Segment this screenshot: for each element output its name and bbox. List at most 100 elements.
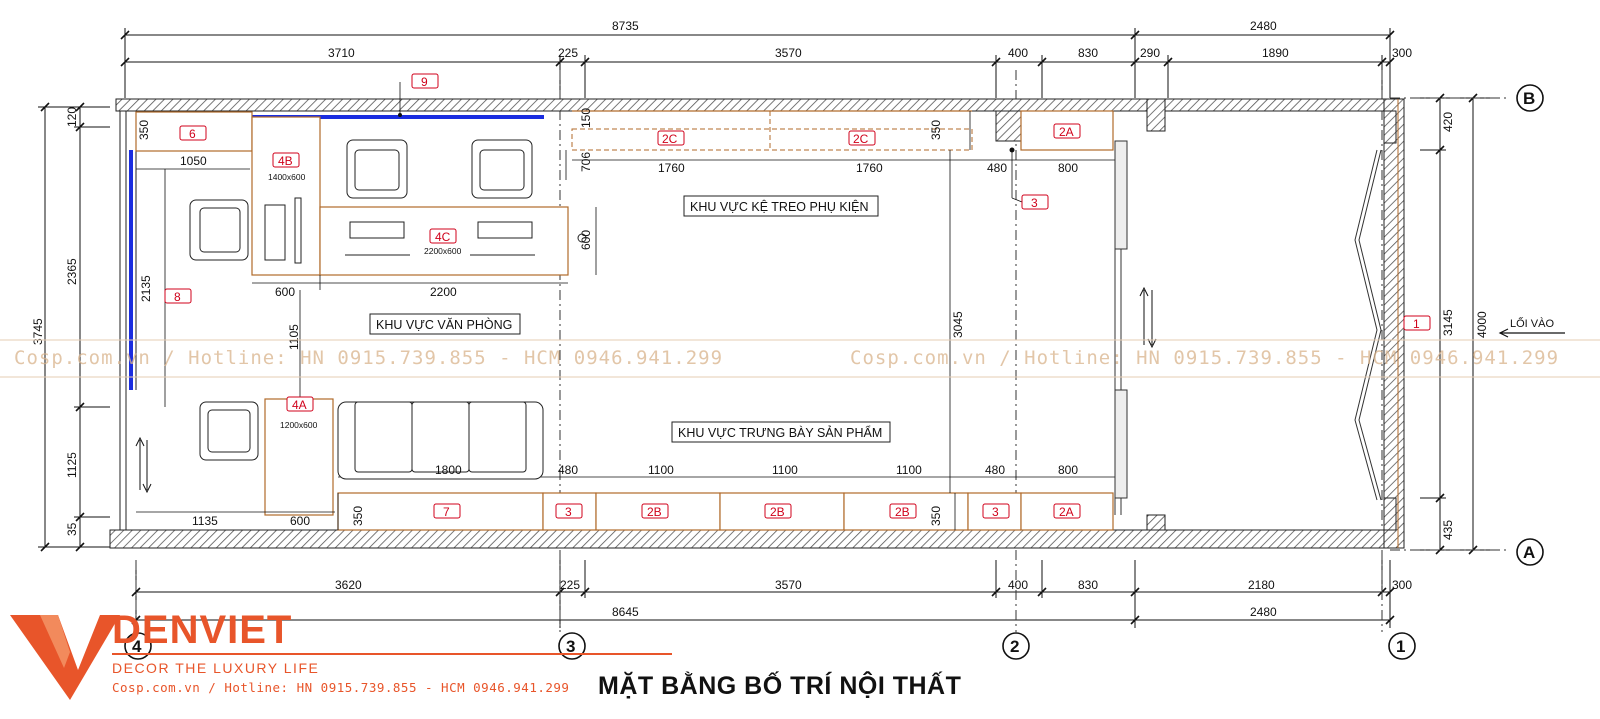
grid-bubble-1 xyxy=(1388,632,1416,660)
dim-top-seg-1: 3710 xyxy=(328,46,355,60)
entry-label: LỐI VÀO xyxy=(1510,318,1555,330)
left-ticks xyxy=(40,102,85,552)
zone-accessories-box xyxy=(683,195,879,217)
pillar-right-top xyxy=(1383,110,1397,144)
top-ticks xyxy=(120,30,1395,67)
dim-bottom-seg-1: 3620 xyxy=(335,578,362,592)
pillar-top-right xyxy=(1146,98,1166,132)
watermark: Cosp.com.vn / Hotline: HN 0915.739.855 -… xyxy=(0,339,1600,378)
folding-door xyxy=(1354,149,1378,501)
dim-top-seg-7: 1890 xyxy=(1262,46,1289,60)
dim-800b: 800 xyxy=(1058,463,1078,477)
tag-3-top: 3 xyxy=(1031,196,1038,210)
tag-1: 1 xyxy=(1413,317,1420,331)
inner-dimensions: 1050 350 2135 1105 600 2200 600 150 706 … xyxy=(137,108,1078,528)
wall-bottom xyxy=(109,529,1397,549)
dim-right-total: 4000 xyxy=(1475,311,1489,338)
dim-right-seg-1: 420 xyxy=(1441,112,1455,132)
pillar-right-bottom xyxy=(1383,497,1397,531)
brand-slogan: DECOR THE LUXURY LIFE xyxy=(112,660,320,676)
dim-1100b: 1100 xyxy=(772,463,798,477)
tag-6: 6 xyxy=(189,127,196,141)
tag-2a-bottom-box xyxy=(1053,503,1081,519)
dim-top-total-left: 8735 xyxy=(612,19,639,33)
denviet-logo-icon xyxy=(10,615,120,700)
watermark-left: Cosp.com.vn / Hotline: HN 0915.739.855 -… xyxy=(14,347,723,369)
tag-7: 7 xyxy=(443,505,450,519)
tag-4b-box xyxy=(272,152,300,168)
dim-1105: 1105 xyxy=(287,324,301,350)
tag-2b-1-box xyxy=(641,503,669,519)
watermark-right: Cosp.com.vn / Hotline: HN 0915.739.855 -… xyxy=(850,347,1559,369)
bottom-ticks xyxy=(131,587,1395,625)
dim-bottom-seg-2: 225 xyxy=(560,578,580,592)
armchair-3 xyxy=(471,139,533,199)
drawing-title: MẶT BẰNG BỐ TRÍ NỘI THẤT xyxy=(598,672,962,700)
dim-bottom-total-left: 8645 xyxy=(612,605,639,619)
dim-1100a: 1100 xyxy=(648,463,674,477)
monitor-side xyxy=(294,197,302,264)
tag-9-box xyxy=(411,73,439,89)
dim-top-total-right: 2480 xyxy=(1250,19,1277,33)
keyboard-2 xyxy=(477,221,533,239)
dim-350b: 350 xyxy=(929,120,943,140)
tag-2c-2: 2C xyxy=(853,132,869,146)
grid-bubble-4 xyxy=(124,632,152,660)
tag-2a-top-box xyxy=(1053,123,1081,139)
dim-2135: 2135 xyxy=(139,275,153,302)
tag3-leader-end xyxy=(1011,197,1023,203)
tag-2a-top: 2A xyxy=(1059,125,1074,139)
grid-bubble-A xyxy=(1516,538,1544,566)
dim-bottom-seg-7: 300 xyxy=(1392,578,1412,592)
armchair-2 xyxy=(346,139,408,199)
size-4c: 2200x600 xyxy=(424,246,462,256)
zone-display-label: KHU VỰC TRƯNG BÀY SẢN PHẨM xyxy=(678,425,882,440)
tag-2b-3: 2B xyxy=(895,505,910,519)
tag-3-bottom-left: 3 xyxy=(565,505,572,519)
grid-bubble-2 xyxy=(1002,632,1030,660)
wall-right-stub xyxy=(1383,98,1405,549)
tag-3-top-box xyxy=(1021,194,1049,210)
armchair-1 xyxy=(189,199,249,261)
computer-tower xyxy=(264,204,286,261)
dim-top-seg-4: 400 xyxy=(1008,46,1028,60)
tag-4b: 4B xyxy=(278,154,293,168)
cabinet-4b xyxy=(251,116,321,276)
wall-top xyxy=(115,98,1397,112)
zone-display-box xyxy=(671,421,891,443)
dim-left-seg-3: 1125 xyxy=(65,452,79,478)
pillar-bottom-right xyxy=(1146,514,1166,531)
dim-left-seg-1: 120 xyxy=(65,107,79,127)
furniture xyxy=(189,139,587,480)
tag-8: 8 xyxy=(174,290,181,304)
dim-1135: 1135 xyxy=(192,514,218,528)
tag-4a: 4A xyxy=(292,398,307,412)
dim-350a: 350 xyxy=(137,120,151,140)
dim-3045: 3045 xyxy=(951,311,965,338)
brand-name: DENVIET xyxy=(112,608,293,652)
tag-2b-1: 2B xyxy=(647,505,662,519)
dim-800a: 800 xyxy=(1058,161,1078,175)
tag9-leader-dot xyxy=(398,113,402,117)
dim-top-seg-6: 290 xyxy=(1140,46,1160,60)
left-dimensions xyxy=(38,106,110,548)
hanging-rack-2c xyxy=(571,111,973,151)
bottom-dimensions xyxy=(135,560,1391,628)
dim-1050: 1050 xyxy=(180,154,207,168)
tag-4a-box xyxy=(286,396,314,412)
dim-top-seg-2: 225 xyxy=(558,46,578,60)
grid-label-1: 1 xyxy=(1396,637,1405,656)
zone-office-label: KHU VỰC VĂN PHÒNG xyxy=(376,317,512,332)
grid-bubbles: 4 3 2 1 B A xyxy=(124,84,1544,660)
dim-right-seg-3: 435 xyxy=(1441,520,1455,540)
tag-4c: 4C xyxy=(435,230,451,244)
dim-1760a: 1760 xyxy=(658,161,685,175)
dim-600c: 600 xyxy=(290,514,310,528)
dim-top-seg-5: 830 xyxy=(1078,46,1098,60)
dim-150: 150 xyxy=(579,108,593,128)
size-4b: 1400x600 xyxy=(268,172,306,182)
dim-1760b: 1760 xyxy=(856,161,883,175)
dim-top-seg-3: 3570 xyxy=(775,46,802,60)
dim-left-seg-4: 35 xyxy=(65,522,79,536)
